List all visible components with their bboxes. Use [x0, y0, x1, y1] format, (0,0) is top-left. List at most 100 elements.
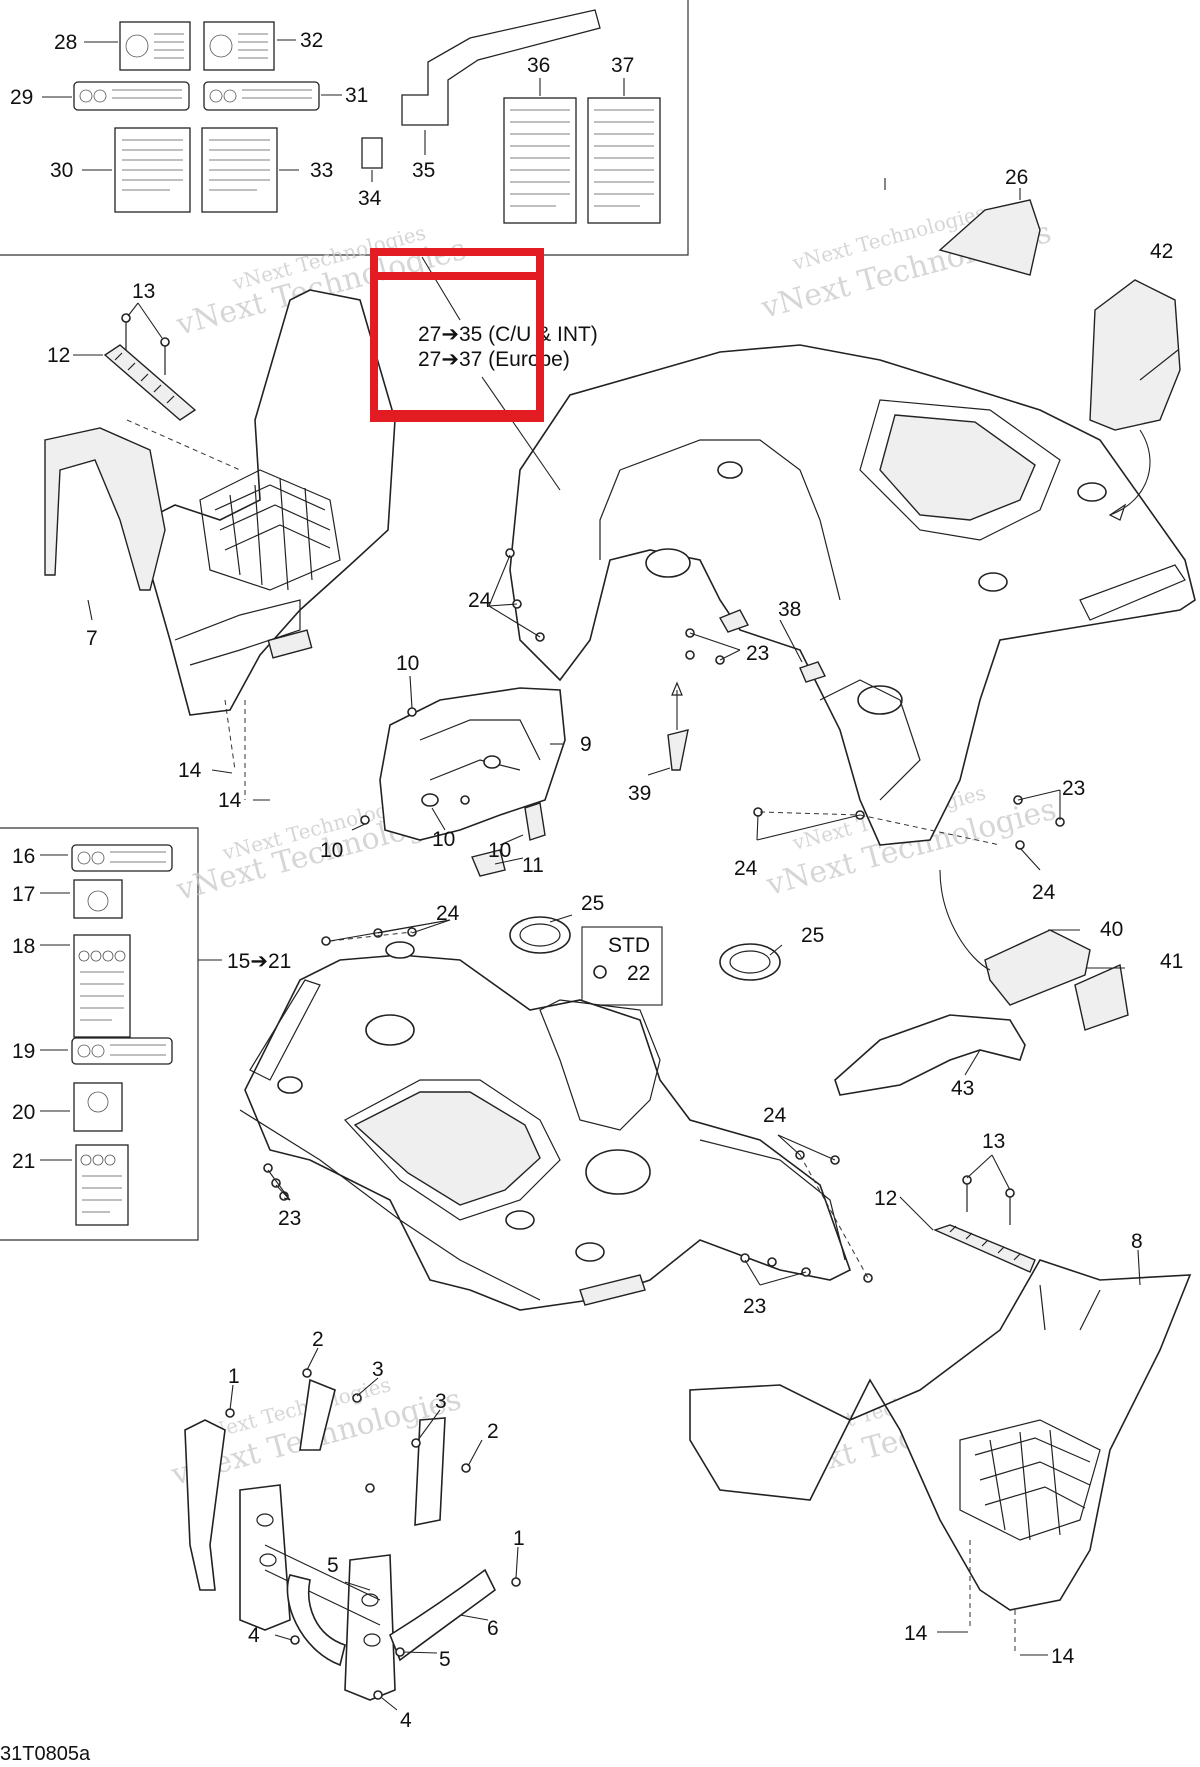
decal-37[interactable] — [587, 97, 661, 224]
label-1-a: 1 — [228, 1365, 240, 1388]
label-23-c: 23 — [278, 1207, 301, 1230]
drawing-code: 31T0805a — [0, 1743, 91, 1765]
decal-28[interactable] — [119, 21, 191, 71]
label-41: 41 — [1160, 950, 1183, 973]
decal-35[interactable] — [401, 9, 601, 126]
part-42[interactable] — [1089, 279, 1181, 521]
label-4-a: 4 — [248, 1624, 260, 1647]
label-6: 6 — [487, 1617, 499, 1640]
fasteners-front-fender[interactable] — [263, 927, 873, 1283]
label-10-b: 10 — [320, 839, 343, 862]
part-bumper-frame[interactable] — [184, 1368, 521, 1701]
part-26[interactable] — [938, 188, 1041, 276]
label-28: 28 — [54, 31, 77, 54]
part-front-fender[interactable] — [239, 941, 851, 1311]
label-14-b: 14 — [218, 789, 242, 812]
decal-31[interactable] — [203, 81, 320, 111]
label-42: 42 — [1150, 240, 1173, 263]
decal-inset-top — [0, 0, 689, 256]
label-31: 31 — [345, 84, 368, 107]
decal-20[interactable] — [73, 1082, 123, 1132]
decal-36[interactable] — [503, 97, 577, 224]
label-39: 39 — [628, 782, 651, 805]
label-14-a: 14 — [178, 759, 202, 782]
label-43: 43 — [951, 1077, 974, 1100]
part-40-41-43[interactable] — [834, 869, 1129, 1096]
decal-29[interactable] — [73, 81, 190, 111]
label-32: 32 — [300, 29, 323, 52]
label-11: 11 — [522, 854, 544, 877]
label-24-d: 24 — [436, 902, 460, 925]
label-9: 9 — [580, 733, 592, 756]
label-22: 22 — [627, 962, 650, 985]
label-14-d: 14 — [1051, 1645, 1075, 1668]
label-10-c: 10 — [432, 828, 455, 851]
red-highlight-box — [370, 248, 544, 422]
label-12-top: 12 — [47, 344, 70, 367]
label-21: 21 — [12, 1150, 35, 1173]
label-23-b: 23 — [1062, 777, 1085, 800]
label-12-bottom: 12 — [874, 1187, 897, 1210]
label-24-a: 24 — [468, 589, 492, 612]
label-24-e: 24 — [763, 1104, 787, 1127]
part-8-right-footwell[interactable] — [689, 1259, 1192, 1655]
std-box — [581, 926, 663, 1006]
decal-17[interactable] — [73, 879, 123, 919]
label-2-b: 2 — [487, 1420, 499, 1443]
label-24-b: 24 — [734, 857, 758, 880]
part-labels: 28 32 29 31 30 33 34 35 36 37 26 42 13 1… — [0, 29, 1183, 1765]
label-35: 35 — [412, 159, 435, 182]
part-12-left-footrest[interactable] — [103, 313, 241, 471]
callout-27: 27➔35 (C/U & INT) 27➔37 (Europe) — [370, 248, 598, 491]
label-5-b: 5 — [439, 1648, 451, 1671]
label-24-c: 24 — [1032, 881, 1056, 904]
label-5-a: 5 — [327, 1554, 339, 1577]
label-14-c: 14 — [904, 1622, 928, 1645]
part-9-center-bracket[interactable] — [360, 687, 566, 877]
label-10-a: 10 — [396, 652, 419, 675]
label-36: 36 — [527, 54, 550, 77]
callout-line-2: 27➔37 (Europe) — [418, 348, 570, 371]
label-40: 40 — [1100, 918, 1123, 941]
label-29: 29 — [10, 86, 33, 109]
label-33: 33 — [310, 159, 333, 182]
decal-34[interactable] — [361, 137, 383, 169]
label-17: 17 — [12, 883, 35, 906]
label-8: 8 — [1131, 1230, 1143, 1253]
part-38-39[interactable] — [667, 609, 826, 771]
decal-32[interactable] — [203, 21, 275, 71]
label-3-b: 3 — [435, 1390, 447, 1413]
leader-lines — [73, 178, 1141, 1711]
decal-inset-left — [0, 827, 222, 1241]
label-19: 19 — [12, 1040, 35, 1063]
label-25-b: 25 — [801, 924, 824, 947]
label-37: 37 — [611, 54, 634, 77]
label-4-b: 4 — [400, 1709, 412, 1732]
label-20: 20 — [12, 1101, 35, 1124]
decal-16[interactable] — [71, 844, 173, 872]
label-34: 34 — [358, 187, 382, 210]
label-7: 7 — [86, 627, 98, 650]
label-30: 30 — [50, 159, 73, 182]
label-38: 38 — [778, 598, 801, 621]
label-26: 26 — [1005, 166, 1028, 189]
std-label: STD — [608, 934, 650, 957]
part-12-right-footrest[interactable] — [933, 1175, 1036, 1273]
label-10-d: 10 — [488, 839, 511, 862]
part-25-22[interactable] — [509, 916, 781, 1006]
label-1-b: 1 — [513, 1527, 525, 1550]
label-3-a: 3 — [372, 1358, 384, 1381]
callout-line-1: 27➔35 (C/U & INT) — [418, 323, 598, 346]
part-7-left-footwell[interactable] — [44, 289, 396, 800]
label-23-a: 23 — [746, 642, 769, 665]
part-27-top-fender[interactable] — [509, 344, 1196, 846]
label-16: 16 — [12, 845, 35, 868]
label-13-top: 13 — [132, 280, 155, 303]
label-18: 18 — [12, 935, 35, 958]
label-13-bottom: 13 — [982, 1130, 1005, 1153]
label-15-21: 15➔21 — [227, 950, 291, 973]
label-25-a: 25 — [581, 892, 604, 915]
decal-19[interactable] — [71, 1037, 173, 1065]
decal-18[interactable] — [73, 934, 131, 1038]
